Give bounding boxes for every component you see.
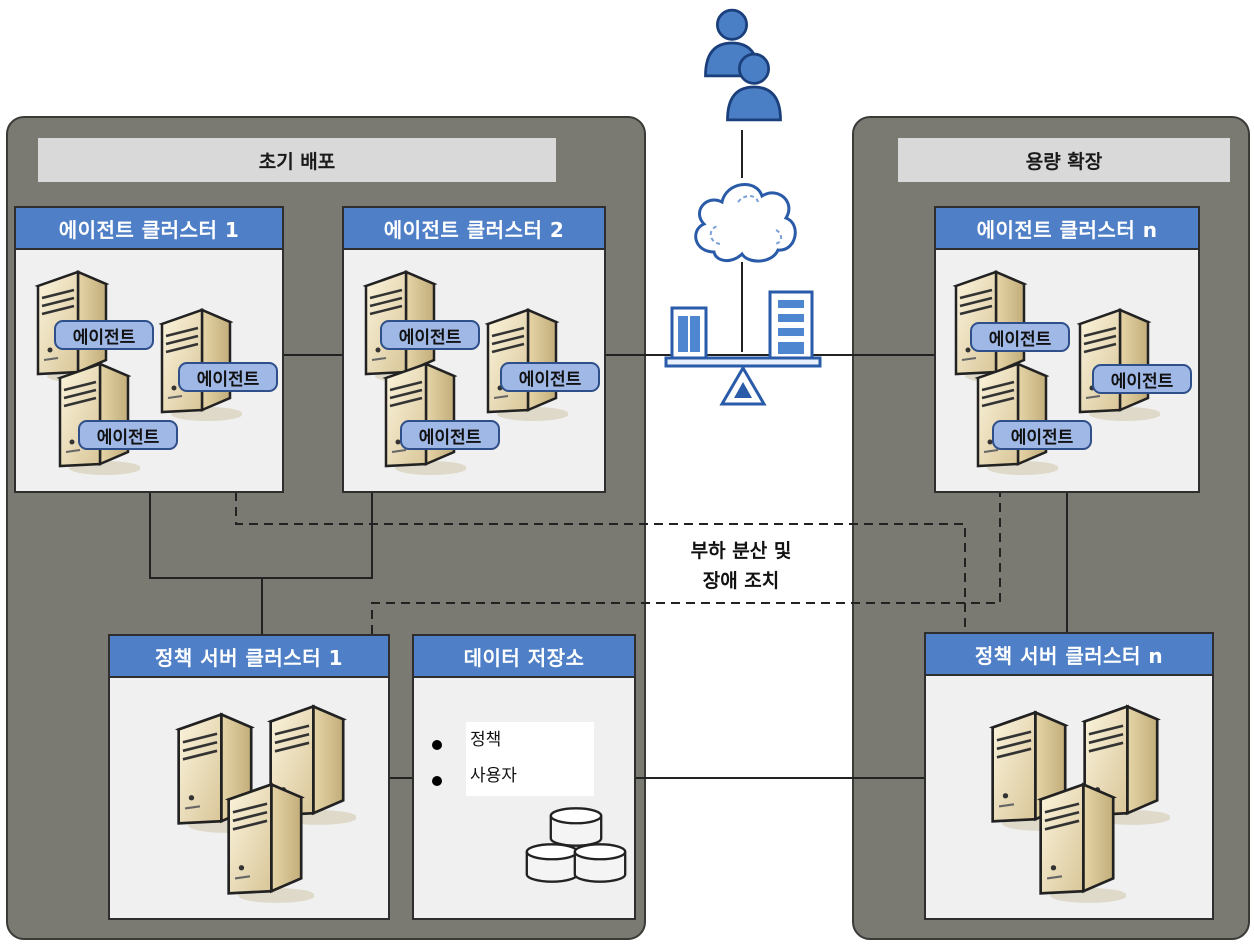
data-store-item-list: 정책 사용자 — [466, 722, 594, 796]
agent-label: 에이전트 — [400, 420, 500, 450]
agent-label: 에이전트 — [178, 362, 278, 392]
server-icon — [58, 362, 140, 476]
load-balancing-failover-label: 부하 분산 및 장애 조치 — [664, 536, 818, 598]
agent-label: 에이전트 — [78, 420, 178, 450]
database-icon — [525, 807, 627, 883]
data-store-item: 정책 — [470, 730, 502, 750]
policy-server-cluster-1-title: 정책 서버 클러스터 1 — [110, 636, 388, 678]
server-icon — [1039, 783, 1126, 904]
load-balancer-icon — [664, 290, 822, 406]
agent-cluster-2-title: 에이전트 클러스터 2 — [344, 208, 604, 250]
agent-cluster-n-title: 에이전트 클러스터 n — [936, 208, 1198, 250]
server-icon — [976, 362, 1058, 476]
server-icon — [1078, 308, 1160, 422]
load-balancing-line2: 장애 조치 — [702, 570, 780, 592]
policy-server-cluster-n: 정책 서버 클러스터 n — [924, 632, 1214, 920]
bullet-icon — [432, 740, 442, 750]
agent-label: 에이전트 — [1092, 364, 1192, 394]
data-store: 데이터 저장소 정책 사용자 — [412, 634, 636, 920]
agent-label: 에이전트 — [970, 322, 1070, 352]
server-icon — [384, 362, 466, 476]
agent-cluster-n: 에이전트 클러스터 n 에이전트 에이전트 에이전트 — [934, 206, 1200, 493]
users-icon — [704, 8, 782, 122]
agent-cluster-2: 에이전트 클러스터 2 에이전트 에이전트 에이전트 — [342, 206, 606, 493]
load-balancing-line1: 부하 분산 및 — [690, 540, 792, 562]
agent-cluster-1-title: 에이전트 클러스터 1 — [16, 208, 282, 250]
initial-deployment-title: 초기 배포 — [38, 138, 556, 182]
agent-label: 에이전트 — [992, 420, 1092, 450]
agent-cluster-1: 에이전트 클러스터 1 에이전트 에이전트 에이전트 — [14, 206, 284, 493]
policy-server-cluster-n-title: 정책 서버 클러스터 n — [926, 634, 1212, 676]
agent-label: 에이전트 — [380, 320, 480, 350]
internet-cloud-icon — [694, 183, 797, 263]
agent-label: 에이전트 — [500, 362, 600, 392]
server-icon — [227, 783, 314, 904]
agent-label: 에이전트 — [54, 320, 154, 350]
data-store-title: 데이터 저장소 — [414, 636, 634, 678]
data-store-item: 사용자 — [470, 766, 517, 786]
bullet-icon — [432, 776, 442, 786]
capacity-expansion-title: 용량 확장 — [898, 138, 1230, 182]
policy-server-cluster-1: 정책 서버 클러스터 1 — [108, 634, 390, 920]
